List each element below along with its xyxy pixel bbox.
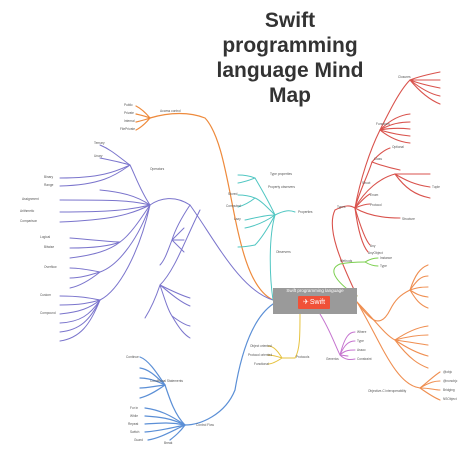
node-type: Structure xyxy=(402,217,415,221)
node-property: Property observers xyxy=(268,185,295,189)
node-operator: Compound xyxy=(40,311,56,315)
node-operator: Logical xyxy=(40,235,50,239)
node-control: Guard xyxy=(134,438,143,442)
node-objc: @nonobjc xyxy=(443,379,458,383)
node-operator: Assignment xyxy=(22,197,39,201)
branch-label-control-conditional: Conditional Statements xyxy=(150,379,183,383)
node-generic: Type xyxy=(357,339,364,343)
node-access: Internal xyxy=(124,119,135,123)
branch-label-control: Control Flow xyxy=(196,423,215,427)
branch-methods xyxy=(333,257,379,297)
branch-label-access: Access control xyxy=(160,109,181,113)
node-type: Closures xyxy=(398,75,411,79)
branch-label-objc: Objective-C interoperability xyxy=(368,389,407,393)
node-property: Observers xyxy=(276,250,291,254)
node-type: Optional xyxy=(392,145,404,149)
swift-badge-text: Swift xyxy=(309,299,326,306)
node-generic: Assoc xyxy=(357,348,366,352)
node-property: Type properties xyxy=(270,172,292,176)
node-operator: Custom xyxy=(40,293,51,297)
title-line: Map xyxy=(269,84,311,107)
node-type: Functions xyxy=(376,122,390,126)
node-operator: Overflow xyxy=(44,265,57,269)
swift-bird-icon: ✈ xyxy=(302,299,309,306)
node-operator: Range xyxy=(44,183,54,187)
swift-logo-badge: ✈Swift xyxy=(298,296,330,309)
branch-label-properties: Properties xyxy=(298,210,313,214)
title-line: language Mind xyxy=(216,59,364,82)
branch-generics xyxy=(319,313,356,360)
node-access: FilePrivate xyxy=(120,127,135,131)
node-operator: Ternary xyxy=(94,141,105,145)
node-type: Any xyxy=(370,244,376,248)
node-operator: Comparison xyxy=(20,219,37,223)
branch-operators xyxy=(59,144,274,342)
node-protocol: Protocol oriented xyxy=(248,353,272,357)
branch-label-types: Types xyxy=(337,205,346,209)
node-operator: Arithmetic xyxy=(20,209,35,213)
node-type: Protocol xyxy=(370,203,382,207)
node-generic: Where xyxy=(357,330,367,334)
branch-types xyxy=(331,71,441,297)
node-method: Type xyxy=(380,264,387,268)
branch-objc xyxy=(356,264,441,401)
node-protocol: Functional xyxy=(254,362,269,366)
node-objc: NSObject xyxy=(443,397,457,401)
node-type: Enum xyxy=(370,193,379,197)
node-method: Instance xyxy=(380,256,392,260)
node-objc: @objc xyxy=(443,370,452,374)
branch-properties xyxy=(237,174,296,301)
node-type: AnyObject xyxy=(368,251,383,255)
node-control: Switch xyxy=(130,430,140,434)
node-control: Continue xyxy=(126,355,139,359)
node-operator: Binary xyxy=(44,175,53,179)
node-type: Struct xyxy=(362,181,370,185)
mind-map-title: Swift programming language Mind Map xyxy=(200,8,380,108)
title-line: programming xyxy=(222,34,358,57)
title-line: Swift xyxy=(264,9,316,32)
node-objc: Bridging xyxy=(443,388,455,392)
branch-protocols xyxy=(267,313,301,365)
node-property: Lazy xyxy=(234,217,241,221)
branch-label-methods: Methods xyxy=(340,259,353,263)
branch-label-operators: Operators xyxy=(150,167,165,171)
branch-label-protocols: Protocols xyxy=(296,355,310,359)
node-control: While xyxy=(130,414,138,418)
node-access: Private xyxy=(124,111,134,115)
branch-control xyxy=(139,303,274,441)
node-type: Class xyxy=(374,157,382,161)
node-control: Break xyxy=(164,441,173,445)
node-generic: Constraint xyxy=(357,357,372,361)
branch-label-generics: Generics xyxy=(326,357,339,361)
node-property: Stored xyxy=(228,192,238,196)
node-operator: Unary xyxy=(94,154,103,158)
branch-access xyxy=(135,105,274,301)
node-control: For in xyxy=(130,406,138,410)
node-protocol: Object oriented xyxy=(250,344,272,348)
node-property: Computed xyxy=(226,204,241,208)
center-node-label: Swift programming language xyxy=(286,288,344,293)
node-type: Tuple xyxy=(432,185,440,189)
node-operator: Bitwise xyxy=(44,245,54,249)
node-control: Repeat xyxy=(128,422,138,426)
node-access: Public xyxy=(124,103,133,107)
